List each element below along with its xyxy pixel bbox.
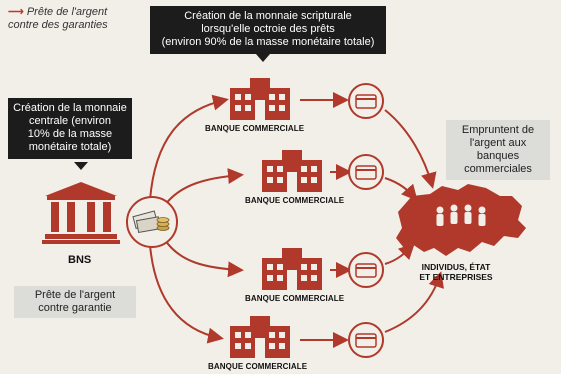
borrowers-label: INDIVIDUS, ÉTAT ET ENTREPRISES <box>406 262 506 282</box>
bank-label: BANQUE COMMERCIALE <box>205 124 305 133</box>
arrow-loan-1-to-borrowers <box>384 109 437 189</box>
note-line: contre garantie <box>38 302 112 314</box>
bns-note: Prête de l'argent contre garantie <box>14 286 136 318</box>
bank-label: BANQUE COMMERCIALE <box>245 294 345 303</box>
arrow-loan-3-to-borrowers <box>384 243 415 265</box>
arrow-hub-to-bank-2 <box>164 168 244 206</box>
callout-pointer <box>74 162 88 170</box>
central-bank-icon <box>42 182 120 244</box>
borrowers-label-line: ET ENTREPRISES <box>419 272 493 282</box>
credit-card-icon <box>348 154 384 190</box>
bank-label: BANQUE COMMERCIALE <box>208 362 308 371</box>
arrow-hub-to-bank-3 <box>164 239 244 278</box>
arrow-hub-to-bank-1 <box>149 94 229 201</box>
note-line: l'argent aux banques <box>469 137 527 162</box>
callout-line: monétaire totale) <box>28 141 112 153</box>
arrow-loan-4-to-borrowers <box>384 271 444 333</box>
arrow-loan-2-to-borrowers <box>384 177 418 202</box>
bank-building-icon <box>230 78 290 120</box>
borrowers-note: Empruntent de l'argent aux banques comme… <box>446 120 550 180</box>
bank-building-icon <box>262 248 322 290</box>
switzerland-map-icon <box>396 184 526 256</box>
callout-line: centrale (environ <box>29 115 111 127</box>
arrow-hub-to-bank-4 <box>149 244 224 344</box>
callout-line: 10% de la masse <box>27 128 113 140</box>
callout-line: (environ 90% de la masse monétaire total… <box>161 36 375 48</box>
credit-card-icon <box>348 252 384 288</box>
note-line: Empruntent de <box>461 124 535 136</box>
borrowers-label-line: INDIVIDUS, ÉTAT <box>421 262 491 272</box>
bank-label: BANQUE COMMERCIALE <box>245 196 345 205</box>
callout-line: Création de la monnaie <box>13 102 127 114</box>
credit-card-icon <box>348 322 384 358</box>
callout-pointer <box>256 54 270 62</box>
note-line: commerciales <box>464 163 532 175</box>
bns-label: BNS <box>68 254 92 266</box>
legend-text: Prête de l'argent contre des garanties <box>8 6 108 31</box>
legend-arrow-icon: ⟶ <box>8 6 24 18</box>
bank-building-icon <box>262 150 322 192</box>
callout-line: Création de la monnaie scripturale <box>184 10 352 22</box>
callout-central-money: Création de la monnaie centrale (environ… <box>8 98 132 159</box>
bank-building-icon <box>230 316 290 358</box>
note-line: Prête de l'argent <box>34 289 116 301</box>
money-stack-icon <box>126 196 178 248</box>
callout-scriptural-money: Création de la monnaie scripturale lorsq… <box>150 6 386 54</box>
legend: ⟶ Prête de l'argent contre des garanties <box>8 6 128 32</box>
credit-card-icon <box>348 83 384 119</box>
callout-line: lorsqu'elle octroie des prêts <box>201 23 335 35</box>
